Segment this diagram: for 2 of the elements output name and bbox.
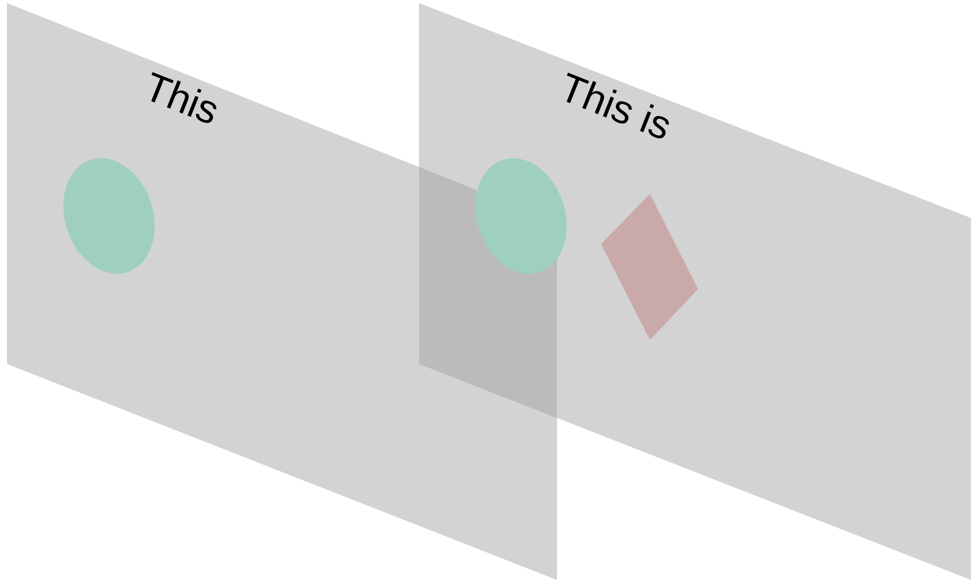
- plane: This is: [419, 3, 971, 580]
- diamond: [601, 194, 698, 340]
